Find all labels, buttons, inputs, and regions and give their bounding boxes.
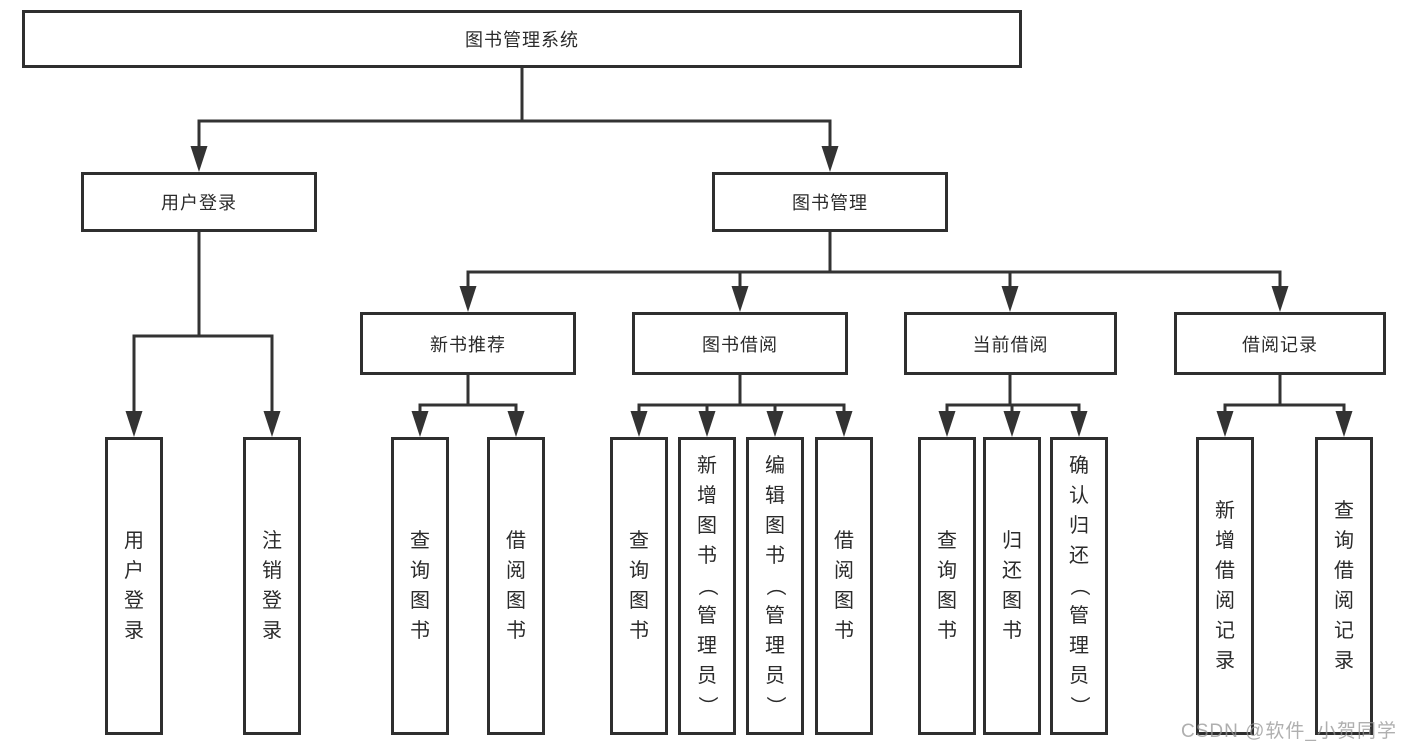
leaf-user-login-label: 用户登录 (124, 530, 144, 642)
node-new-book-recommend-label: 新书推荐 (430, 334, 506, 355)
leaf-query-borrow-record: 查询借阅记录 (1315, 437, 1373, 735)
leaf-borrow-books: 借阅图书 (815, 437, 873, 735)
leaf-query-books-recommend-label: 查询图书 (410, 530, 430, 642)
leaf-borrow-books-label: 借阅图书 (834, 530, 854, 642)
watermark: CSDN @软件_小贺同学 (1181, 721, 1397, 742)
node-borrow-records-label: 借阅记录 (1242, 334, 1318, 355)
leaf-logout-login: 注销登录 (243, 437, 301, 735)
node-user-login: 用户登录 (81, 172, 317, 232)
node-book-borrow-label: 图书借阅 (702, 334, 778, 355)
leaf-logout-login-label: 注销登录 (262, 530, 282, 642)
leaf-edit-books-admin: 编辑图书（管理员） (746, 437, 804, 735)
node-book-management: 图书管理 (712, 172, 948, 232)
leaf-confirm-return-admin: 确认归还（管理员） (1050, 437, 1108, 735)
node-current-borrow-label: 当前借阅 (972, 334, 1049, 355)
node-book-management-label: 图书管理 (792, 193, 868, 213)
node-borrow-records: 借阅记录 (1174, 312, 1386, 375)
leaf-query-books-current-label: 查询图书 (937, 530, 957, 642)
leaf-query-books-borrow-label: 查询图书 (629, 530, 649, 642)
leaf-add-borrow-record: 新增借阅记录 (1196, 437, 1254, 735)
leaf-return-books: 归还图书 (983, 437, 1041, 735)
leaf-return-books-label: 归还图书 (1002, 530, 1022, 642)
leaf-add-borrow-record-label: 新增借阅记录 (1215, 500, 1235, 672)
leaf-user-login: 用户登录 (105, 437, 163, 735)
leaf-query-borrow-record-label: 查询借阅记录 (1334, 500, 1354, 672)
arrowheads (125, 146, 1353, 437)
leaf-query-books-current: 查询图书 (918, 437, 976, 735)
leaf-confirm-return-admin-label: 确认归还（管理员） (1068, 455, 1090, 716)
leaf-add-books-admin: 新增图书（管理员） (678, 437, 736, 735)
leaf-query-books-recommend: 查询图书 (391, 437, 449, 735)
node-current-borrow: 当前借阅 (904, 312, 1117, 375)
node-book-borrow: 图书借阅 (632, 312, 848, 375)
leaf-borrow-books-recommend-label: 借阅图书 (506, 530, 526, 642)
node-root-system: 图书管理系统 (22, 10, 1022, 68)
leaf-edit-books-admin-label: 编辑图书（管理员） (764, 455, 786, 716)
leaf-add-books-admin-label: 新增图书（管理员） (696, 455, 718, 716)
leaf-query-books-borrow: 查询图书 (610, 437, 668, 735)
leaf-borrow-books-recommend: 借阅图书 (487, 437, 545, 735)
node-new-book-recommend: 新书推荐 (360, 312, 576, 375)
node-root-label: 图书管理系统 (465, 30, 579, 50)
node-user-login-label: 用户登录 (161, 193, 237, 213)
